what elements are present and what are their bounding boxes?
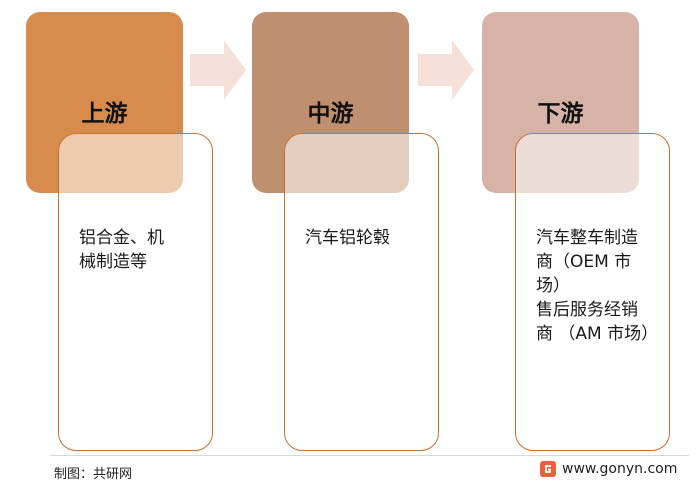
detail-text-midstream: 汽车铝轮毂 xyxy=(305,228,390,248)
detail-text-upstream: 铝合金、机 械制造等 xyxy=(79,228,164,272)
source-credit: 制图：共研网 xyxy=(54,467,133,482)
site-credit: www.gonyn.com xyxy=(540,461,677,477)
detail-text-downstream: 汽车整车制造 商（OEM 市 场） 售后服务经销 商 （AM 市场） xyxy=(536,228,659,344)
stage-title-upstream: 上游 xyxy=(81,101,128,127)
stage-title-midstream: 中游 xyxy=(307,101,354,127)
flow-arrow-icon xyxy=(190,40,246,100)
flow-arrow-icon xyxy=(418,40,474,100)
site-url: www.gonyn.com xyxy=(562,461,678,477)
stage-title-downstream: 下游 xyxy=(537,101,584,127)
footer-divider xyxy=(50,455,689,456)
detail-card-upstream: 铝合金、机 械制造等 xyxy=(58,133,213,451)
detail-card-downstream: 汽车整车制造 商（OEM 市 场） 售后服务经销 商 （AM 市场） xyxy=(515,133,670,451)
gonyn-logo-icon xyxy=(540,461,556,477)
detail-card-midstream: 汽车铝轮毂 xyxy=(284,133,439,451)
